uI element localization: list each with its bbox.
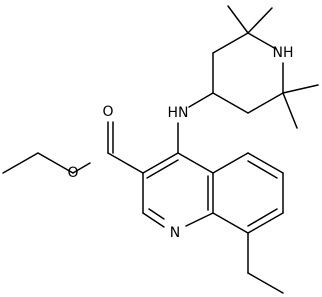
atom-labels: HN NH O O N [67,45,293,241]
ester-oxygen-label: O [67,165,78,181]
amine-nh-label: HN [168,105,189,121]
carbonyl-oxygen-label: O [102,104,113,120]
piperidine-nh-label: NH [273,45,294,61]
bond-lines [2,5,319,294]
quinoline-nitrogen-label: N [170,225,180,241]
